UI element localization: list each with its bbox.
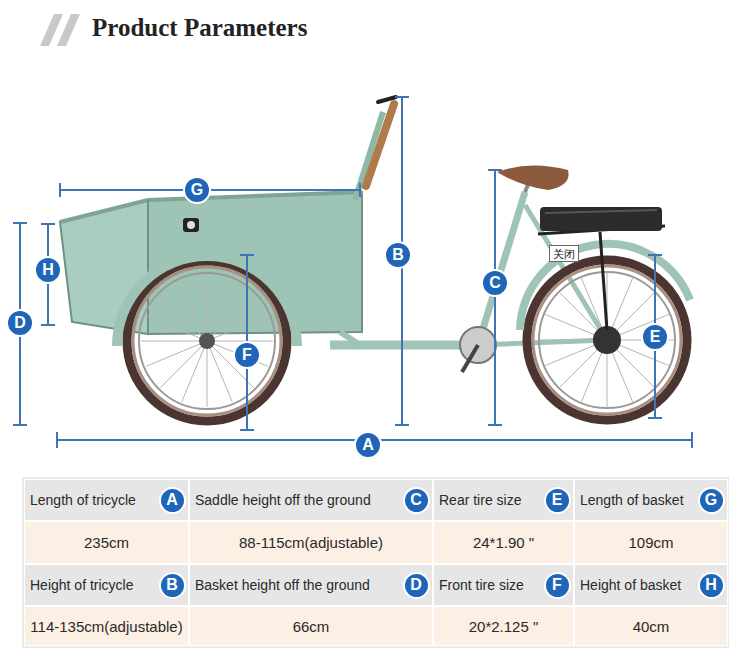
callout-letter: B (166, 577, 178, 593)
callout-letter: C (489, 275, 501, 291)
tricycle-drawing (60, 97, 690, 421)
callout-circle: E (544, 487, 571, 514)
callout-circle: A (354, 431, 382, 459)
callout-circle: C (403, 487, 430, 514)
table-header: Saddle height off the ground (195, 480, 399, 520)
callout-circle: B (159, 572, 186, 599)
callout-letter: H (42, 262, 54, 278)
callout-letter: A (166, 492, 178, 508)
callout-circle: E (641, 323, 669, 351)
callout-letter: E (552, 492, 563, 508)
callout-circle: C (481, 269, 509, 297)
callout-circle: G (698, 487, 725, 514)
callout-circle: D (6, 309, 34, 337)
callout-circle: H (698, 572, 725, 599)
table-value: 66cm (190, 607, 432, 645)
callout-letter: H (705, 577, 717, 593)
switch-label: 关闭 (549, 245, 579, 262)
callout-letter: G (191, 182, 203, 198)
table-value: 20*2.125 " (434, 607, 573, 645)
table-header: Height of basket (580, 565, 694, 605)
callout-letter: E (650, 329, 661, 345)
callout-circle: B (384, 241, 412, 269)
table-value: 235cm (25, 522, 188, 563)
callout-circle: F (233, 341, 261, 369)
table-grid (23, 478, 729, 647)
table-value: 114-135cm(adjustable) (25, 607, 188, 645)
callout-letter: C (410, 492, 422, 508)
page-title: Product Parameters (92, 14, 307, 42)
callout-circle: G (183, 176, 211, 204)
callout-circle: F (544, 572, 571, 599)
table-header: Height of tricycle (30, 565, 155, 605)
table-header: Length of tricycle (30, 480, 155, 520)
callout-letter: D (14, 315, 26, 331)
table-header: Rear tire size (439, 480, 540, 520)
table-header: Length of basket (580, 480, 694, 520)
heading-slash (57, 14, 80, 46)
table-header: Front tire size (439, 565, 540, 605)
callout-circle: A (159, 487, 186, 514)
callout-letter: G (705, 492, 717, 508)
callout-letter: F (242, 347, 252, 363)
callout-letter: A (362, 437, 374, 453)
table-value: 109cm (575, 522, 727, 563)
callout-letter: B (392, 247, 404, 263)
callout-circle: H (34, 256, 62, 284)
table-value: 88-115cm(adjustable) (190, 522, 432, 563)
callout-letter: F (552, 577, 562, 593)
callout-letter: D (410, 577, 422, 593)
table-value: 40cm (575, 607, 727, 645)
callout-circle: D (403, 572, 430, 599)
table-value: 24*1.90 " (434, 522, 573, 563)
dimension-lines (13, 97, 692, 448)
table-header: Basket height off the ground (195, 565, 399, 605)
